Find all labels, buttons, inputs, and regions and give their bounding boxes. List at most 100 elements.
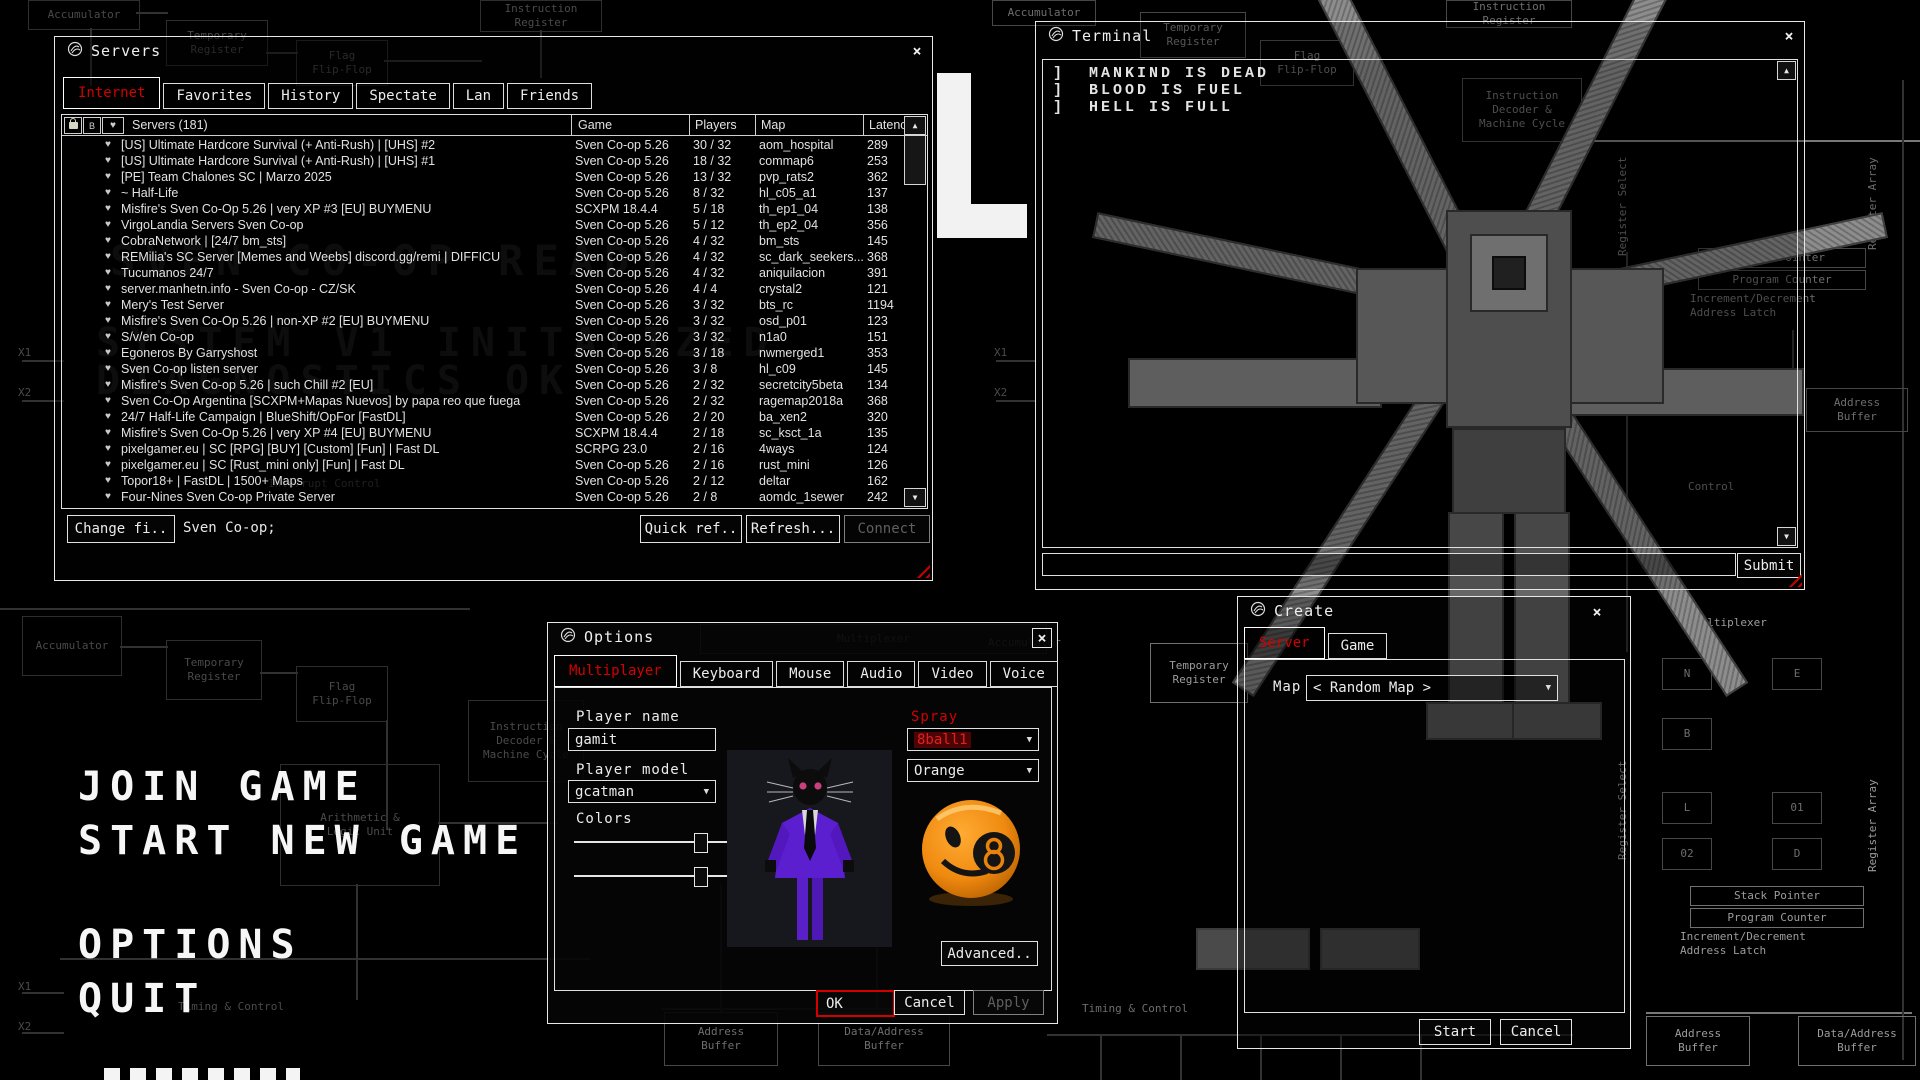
circuit-label: Accumulator <box>28 0 140 30</box>
create-titlebar[interactable]: Create <box>1238 597 1630 625</box>
tab-server[interactable]: Server <box>1244 627 1325 659</box>
tab-mouse[interactable]: Mouse <box>776 661 845 687</box>
options-titlebar[interactable]: Options <box>548 623 1057 651</box>
server-map: bts_rc <box>759 298 794 312</box>
connect-button[interactable]: Connect <box>844 515 930 543</box>
server-map: th_ep2_04 <box>759 218 819 232</box>
tab-favorites[interactable]: Favorites <box>163 83 266 109</box>
scroll-down-icon[interactable]: ▼ <box>904 488 926 507</box>
start-button[interactable]: Start <box>1419 1019 1491 1045</box>
column-servers[interactable]: Servers (181) <box>132 118 208 132</box>
table-row[interactable]: ♥Misfire's Sven Co-op 5.26 | such Chill … <box>63 377 905 393</box>
tab-lan[interactable]: Lan <box>452 83 505 109</box>
circuit-label: Temporary Register <box>166 640 262 700</box>
tab-audio[interactable]: Audio <box>847 661 916 687</box>
spray-color-dropdown[interactable]: Orange ▼ <box>907 759 1039 782</box>
circuit-line <box>1420 1036 1422 1080</box>
submit-button[interactable]: Submit <box>1737 553 1801 578</box>
player-name-input[interactable] <box>568 728 716 751</box>
terminal-input[interactable] <box>1042 553 1736 576</box>
terminal-close-icon[interactable]: × <box>1784 26 1794 45</box>
table-row[interactable]: ♥Misfire's Sven Co-Op 5.26 | very XP #4 … <box>63 425 905 441</box>
table-row[interactable]: ♥[US] Ultimate Hardcore Survival (+ Anti… <box>63 137 905 153</box>
scroll-down-icon[interactable]: ▼ <box>1777 527 1796 546</box>
table-row[interactable]: ♥Misfire's Sven Co-Op 5.26 | non-XP #2 [… <box>63 313 905 329</box>
server-game: Sven Co-op 5.26 <box>575 490 669 504</box>
lock-column-icon[interactable] <box>64 117 82 134</box>
create-close-icon[interactable]: × <box>1592 602 1602 621</box>
tab-spectate[interactable]: Spectate <box>356 83 450 109</box>
menu-item-quit[interactable]: QUIT <box>78 976 207 1022</box>
server-latency: 391 <box>867 266 888 280</box>
column-map[interactable]: Map <box>761 118 786 132</box>
table-row[interactable]: ♥pixelgamer.eu | SC [Rust_mini only] [Fu… <box>63 457 905 473</box>
table-row[interactable]: ♥pixelgamer.eu | SC [RPG] [BUY] [Custom]… <box>63 441 905 457</box>
bots-column-icon[interactable]: B <box>83 117 101 134</box>
tab-friends[interactable]: Friends <box>507 83 593 109</box>
advanced-button[interactable]: Advanced.. <box>941 941 1038 966</box>
cancel-button[interactable]: Cancel <box>1500 1019 1572 1045</box>
column-game[interactable]: Game <box>578 118 613 132</box>
tab-multiplayer[interactable]: Multiplayer <box>554 655 677 687</box>
terminal-titlebar[interactable]: Terminal <box>1036 22 1804 50</box>
tab-keyboard[interactable]: Keyboard <box>679 661 774 687</box>
circuit-line <box>1902 80 1904 1060</box>
options-close-icon[interactable]: × <box>1032 628 1052 648</box>
apply-button[interactable]: Apply <box>973 990 1044 1015</box>
circuit-label: 02 <box>1662 838 1712 870</box>
cancel-button[interactable]: Cancel <box>894 990 965 1015</box>
tab-history[interactable]: History <box>268 83 354 109</box>
scrollbar-thumb[interactable] <box>904 135 926 185</box>
ok-button[interactable]: OK <box>816 990 895 1017</box>
color-slider-top[interactable] <box>574 833 772 853</box>
table-row[interactable]: ♥24/7 Half-Life Campaign | BlueShift/OpF… <box>63 409 905 425</box>
table-row[interactable]: ♥server.manhetn.info - Sven Co-op - CZ/S… <box>63 281 905 297</box>
server-latency: 1194 <box>867 298 894 312</box>
quick-refresh-button[interactable]: Quick ref.. <box>640 515 742 543</box>
server-name: VirgoLandia Servers Sven Co-op <box>121 218 304 232</box>
server-name: Four-Nines Sven Co-op Private Server <box>121 490 335 504</box>
map-dropdown[interactable]: < Random Map > ▼ <box>1306 675 1558 701</box>
change-filters-button[interactable]: Change fi.. <box>67 515 175 543</box>
scroll-up-icon[interactable]: ▲ <box>904 116 926 135</box>
spray-dropdown[interactable]: 8ball1 ▼ <box>907 728 1039 751</box>
table-row[interactable]: ♥Sven Co-Op Argentina [SCXPM+Mapas Nuevo… <box>63 393 905 409</box>
table-row[interactable]: ♥Misfire's Sven Co-Op 5.26 | very XP #3 … <box>63 201 905 217</box>
table-row[interactable]: ♥REMilia's SC Server [Memes and Weebs] d… <box>63 249 905 265</box>
column-players[interactable]: Players <box>695 118 737 132</box>
filter-input[interactable]: Sven Co-op; <box>183 520 276 536</box>
server-game: Sven Co-op 5.26 <box>575 346 669 360</box>
tab-game[interactable]: Game <box>1327 633 1388 659</box>
refresh-button[interactable]: Refresh... <box>746 515 840 543</box>
menu-item-join-game[interactable]: JOIN GAME <box>78 764 367 810</box>
scroll-up-icon[interactable]: ▲ <box>1777 61 1796 80</box>
resize-grip[interactable] <box>914 564 930 578</box>
favorite-column-icon[interactable]: ♥ <box>102 117 124 134</box>
tab-voice[interactable]: Voice <box>989 661 1058 687</box>
player-model-dropdown[interactable]: gcatman ▼ <box>568 780 716 803</box>
menu-item-options[interactable]: OPTIONS <box>78 922 303 968</box>
table-row[interactable]: ♥[US] Ultimate Hardcore Survival (+ Anti… <box>63 153 905 169</box>
column-latency[interactable]: Latency <box>869 118 913 132</box>
server-latency: 368 <box>867 394 888 408</box>
tab-internet[interactable]: Internet <box>63 77 161 109</box>
tab-video[interactable]: Video <box>918 661 987 687</box>
server-latency: 353 <box>867 346 888 360</box>
circuit-line <box>540 30 542 78</box>
servers-titlebar[interactable]: Servers <box>55 37 932 65</box>
color-slider-bottom[interactable] <box>574 867 772 887</box>
table-row[interactable]: ♥CobraNetwork | [24/7 bm_sts]Sven Co-op … <box>63 233 905 249</box>
menu-item-start-new-game[interactable]: START NEW GAME <box>78 818 528 864</box>
servers-close-icon[interactable]: × <box>912 41 922 60</box>
